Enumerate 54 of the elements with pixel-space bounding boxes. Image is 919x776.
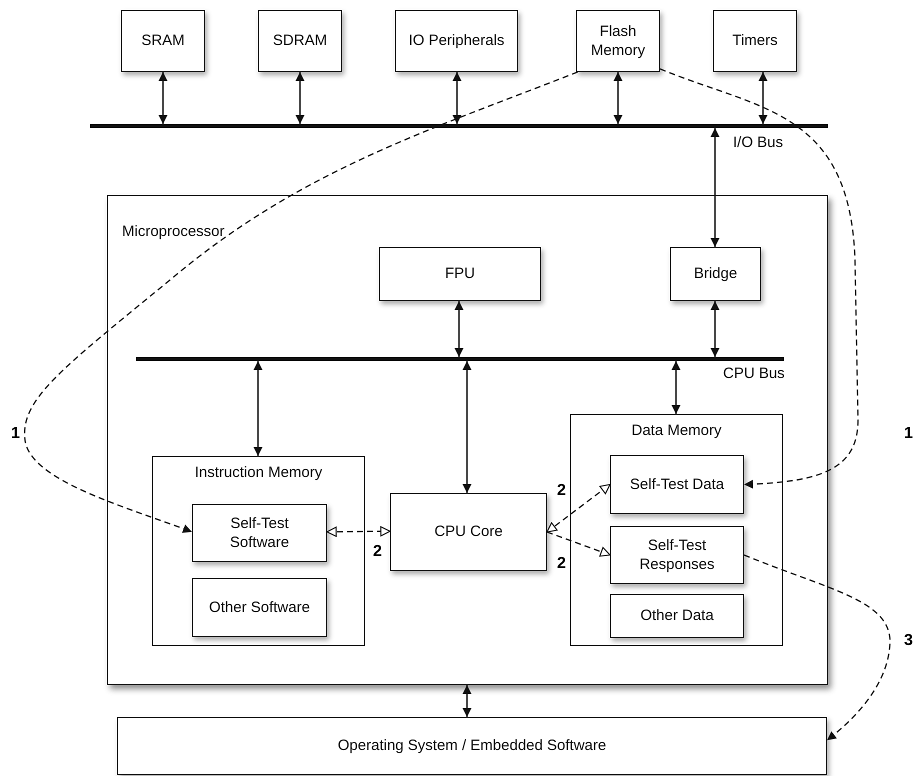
bus-arrow	[462, 685, 472, 717]
component-label: Self-Test Data	[628, 474, 726, 494]
bus-arrow	[462, 361, 472, 493]
component-box	[192, 504, 327, 562]
memory-block	[152, 456, 365, 646]
bus-arrow	[454, 301, 464, 357]
component-box	[192, 578, 327, 637]
block-title: Microprocessor	[122, 222, 225, 242]
bus-label: I/O Bus	[733, 134, 784, 151]
component-label: SDRAM	[272, 31, 328, 51]
dashed-arrow	[24, 71, 578, 533]
component-label: Flash Memory	[590, 22, 646, 60]
component-label: Timers	[731, 31, 779, 51]
component-box	[117, 717, 827, 775]
bus-label: CPU Bus	[723, 365, 785, 382]
component-box	[379, 247, 541, 301]
component-box	[258, 10, 342, 72]
component-label: IO Peripherals	[408, 31, 506, 51]
component-label: FPU	[444, 264, 476, 284]
block-title: Data Memory	[630, 421, 723, 440]
bus-arrow	[452, 72, 462, 124]
component-box	[610, 455, 744, 514]
dashed-arrow	[744, 554, 891, 741]
component-box	[395, 10, 518, 72]
component-label: Other Data	[639, 606, 715, 626]
component-label: Self-Test Software	[228, 514, 290, 552]
component-label: SRAM	[140, 31, 186, 51]
dashed-arrow	[660, 68, 859, 489]
component-label: Bridge	[692, 264, 738, 284]
component-box	[121, 10, 205, 72]
dashed-arrow	[326, 526, 391, 537]
microprocessor-block	[107, 195, 828, 685]
component-label: Self-Test Responses	[638, 536, 716, 574]
component-box	[576, 10, 660, 72]
dashed-arrow	[546, 484, 611, 533]
component-box	[670, 247, 761, 301]
component-box	[390, 493, 547, 571]
dashed-arrow	[546, 531, 611, 557]
bus-arrow	[710, 301, 720, 357]
component-box	[713, 10, 797, 72]
bus-arrow	[158, 72, 168, 124]
bus-arrow	[672, 361, 680, 414]
bus-arrow	[710, 128, 720, 247]
bus-arrow	[614, 72, 622, 124]
bus-arrow	[296, 72, 304, 124]
component-box	[610, 594, 744, 638]
bus-arrow	[254, 361, 262, 456]
component-label: Other Software	[208, 598, 311, 618]
component-label: Operating System / Embedded Software	[336, 736, 608, 756]
bus-arrow	[758, 72, 768, 124]
block-title: Instruction Memory	[194, 463, 324, 482]
memory-block	[570, 414, 783, 646]
component-box	[610, 526, 744, 584]
component-label: CPU Core	[433, 522, 504, 542]
